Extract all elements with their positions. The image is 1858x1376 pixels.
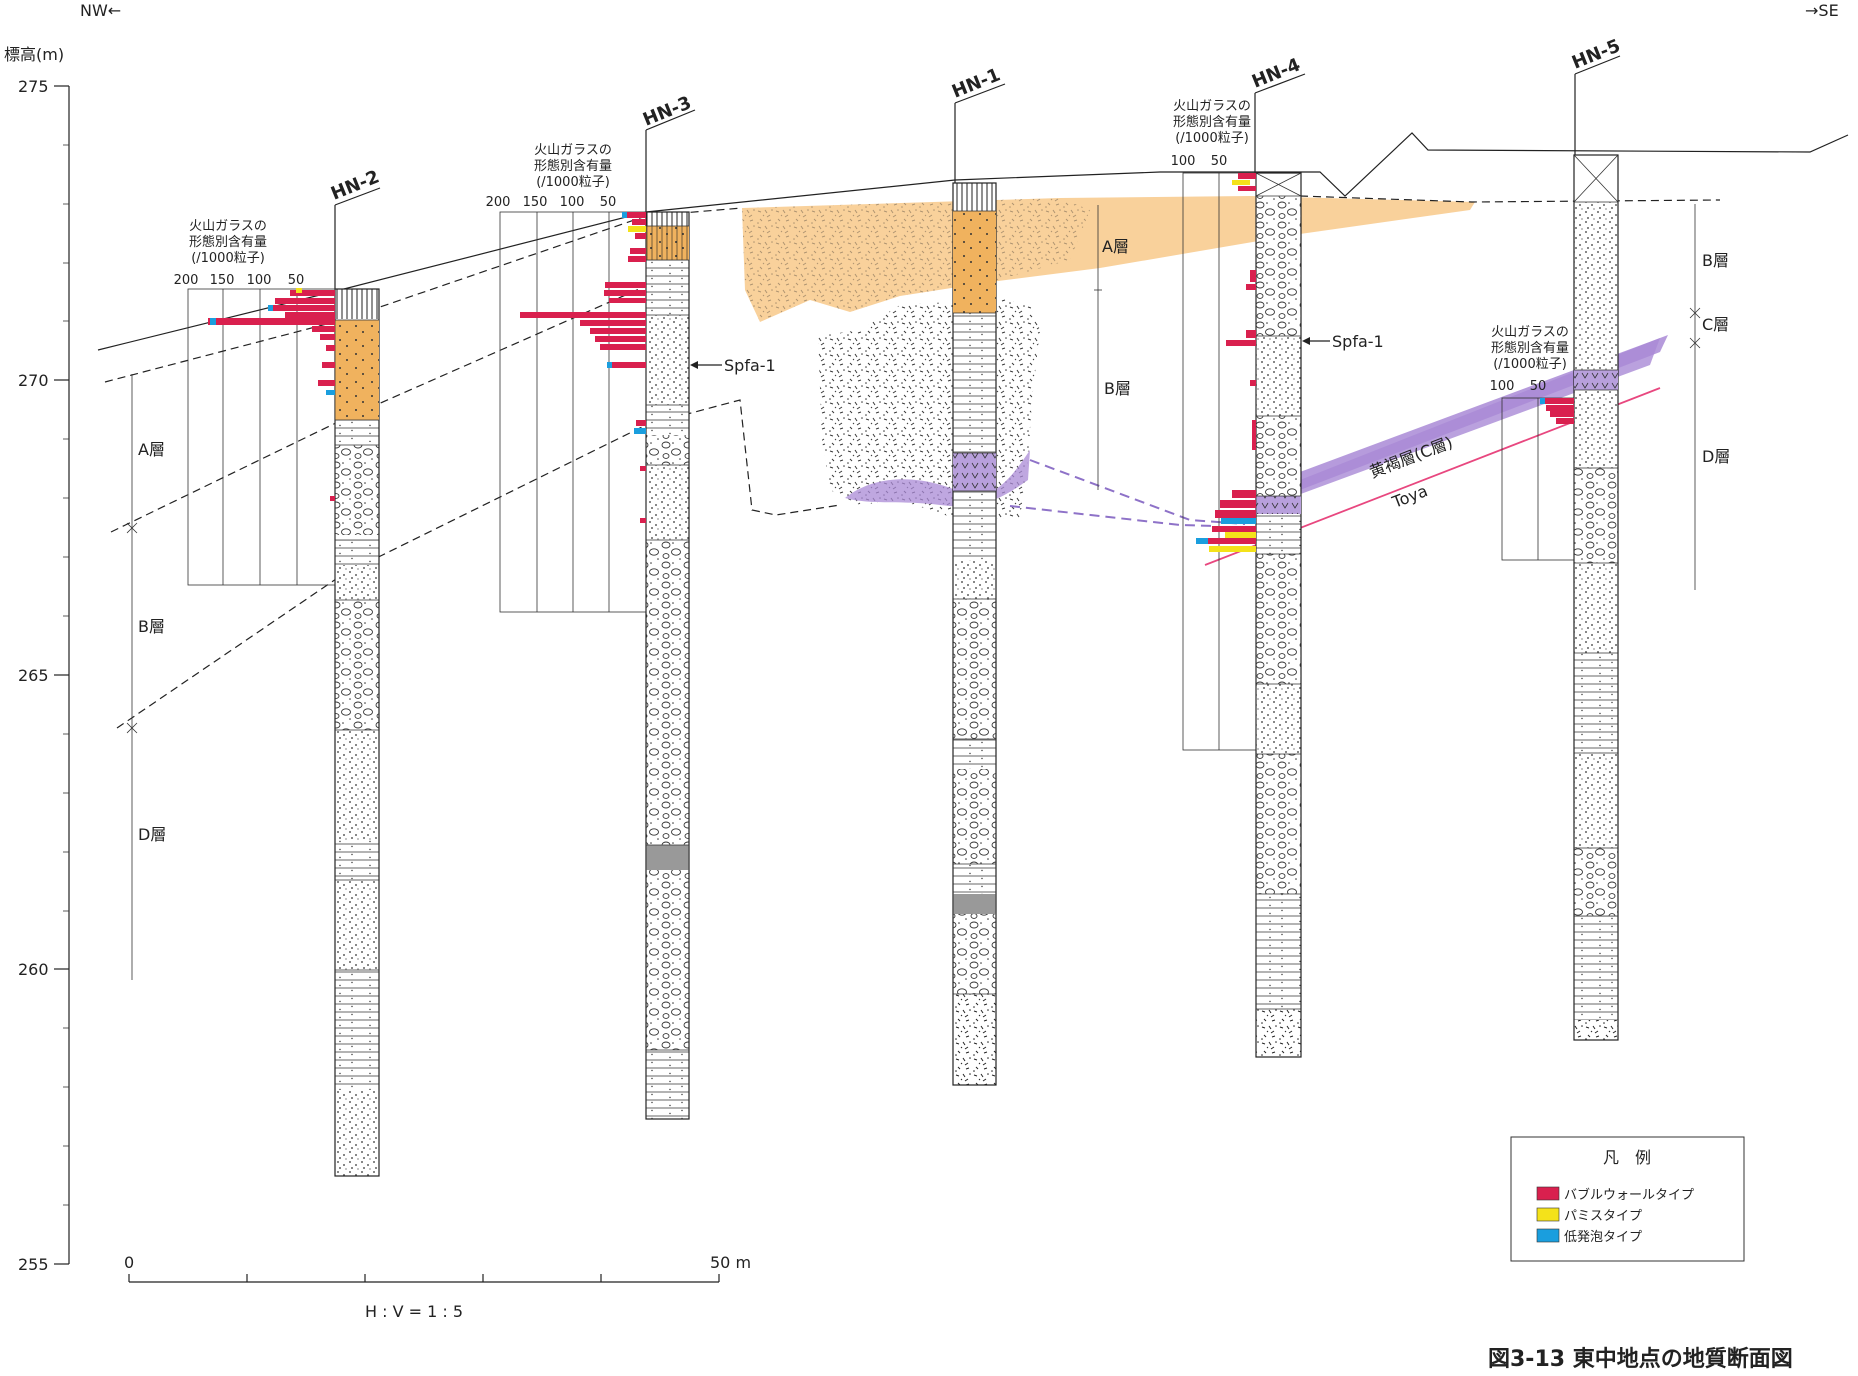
hn-1-label: HN-1 [949,64,1003,102]
scale-start: 0 [124,1253,134,1272]
hn-5-chart-title-2: 形態別含有量 [1491,340,1569,356]
hn-4-label: HN-4 [1249,54,1303,92]
tick-270: 270 [18,371,49,390]
hn-5-label: HN-5 [1569,35,1623,73]
hn-2-tick-200: 200 [174,273,199,288]
hn1-label-a: A層 [1102,237,1129,256]
legend-label-low: 低発泡タイプ [1564,1230,1642,1245]
ground-surface-line [97,132,1849,351]
hn-4-tick-100: 100 [1171,154,1196,169]
hn-3-chart-title-2: 形態別含有量 [534,158,612,174]
hn-2-tick-100: 100 [247,273,272,288]
borehole-hn-2: HN-2 [187,166,382,1177]
hn-2-chart-title-3: (/1000粒子) [191,251,265,266]
hn-5-tick-100: 100 [1490,379,1515,394]
borehole-hn-1: HN-1 [949,64,1006,1086]
hn1-layer-ranges [1094,205,1102,490]
borehole-hn-3: HN-3 [499,92,696,1120]
hn-5-chart-title-3: (/1000粒子) [1493,357,1567,372]
a-layer-texture [742,198,1090,322]
scale-bar [128,1274,720,1283]
figure-title: 図3-13 東中地点の地質断面図 [1488,1346,1793,1372]
hn-2-tick-50: 50 [288,273,305,288]
direction-nw: NW← [80,1,121,20]
borehole-hn-4: HN-4 [1182,54,1306,1058]
borehole-hn-5: HN-5 [1501,35,1623,1041]
hn-2-chart-title-1: 火山ガラスの [189,219,267,234]
scale-end: 50 m [710,1253,751,1272]
tick-255: 255 [18,1255,49,1274]
legend-swatch-low [1536,1228,1560,1243]
tick-275: 275 [18,77,49,96]
axis-ticks [54,85,69,1265]
hn-3-tick-150: 150 [523,195,548,210]
tick-265: 265 [18,666,49,685]
hn-3-tick-50: 50 [600,195,617,210]
legend-label-bubble: バブルウォールタイプ [1564,1187,1694,1203]
hn-3-spfa-arrowhead [690,361,698,369]
hn-4-spfa-arrowhead [1302,337,1310,345]
hn1-label-b: B層 [1104,379,1131,398]
legend-swatch-bubble [1536,1186,1560,1201]
hn-3-tick-100: 100 [560,195,585,210]
hn5-layer-ranges [1689,204,1701,590]
toya-label: Toya [1389,481,1430,512]
hn-5-tick-50: 50 [1530,379,1547,394]
hn-2-tick-150: 150 [210,273,235,288]
left-label-b: B層 [138,617,165,636]
hn-4-chart-title-2: 形態別含有量 [1173,114,1251,130]
hn-3-label: HN-3 [640,92,694,130]
hn-2-label: HN-2 [328,166,382,204]
tick-260: 260 [18,960,49,979]
legend-label-pumice: パミスタイプ [1564,1209,1642,1224]
hn-3-spfa-label: Spfa-1 [724,356,776,375]
hn-4-tick-50: 50 [1211,154,1228,169]
boundary-a-top [104,207,743,383]
left-label-a: A層 [138,440,165,459]
legend-swatch-pumice [1536,1207,1560,1222]
boundary-b-d [116,399,841,729]
hn-4-chart-title-3: (/1000粒子) [1175,131,1249,146]
hn-2-chart-title-2: 形態別含有量 [189,234,267,250]
legend-title: 凡 例 [1603,1148,1651,1167]
hn5-label-c: C層 [1702,315,1729,334]
hn-3-tick-200: 200 [486,195,511,210]
c-layer-blob [845,450,1030,507]
left-label-d: D層 [138,825,166,844]
scale-ratio: H : V = 1 : 5 [365,1302,463,1321]
hn5-label-d: D層 [1702,447,1730,466]
c-layer-dashed-1 [1029,459,1246,525]
hn-3-chart-title-3: (/1000粒子) [536,175,610,190]
hn-4-chart-title-1: 火山ガラスの [1173,99,1251,114]
direction-se: →SE [1805,1,1839,20]
hn-5-chart-title-1: 火山ガラスの [1491,325,1569,340]
boundary-hn4-hn5 [1299,195,1721,203]
hn-3-chart-title-1: 火山ガラスの [534,143,612,158]
hn5-label-b: B層 [1702,251,1729,270]
hn-4-spfa-label: Spfa-1 [1332,332,1384,351]
c-layer-dashed-2 [1009,505,1216,527]
axis-label: 標高(m) [4,45,64,64]
left-layer-ranges [126,374,138,980]
